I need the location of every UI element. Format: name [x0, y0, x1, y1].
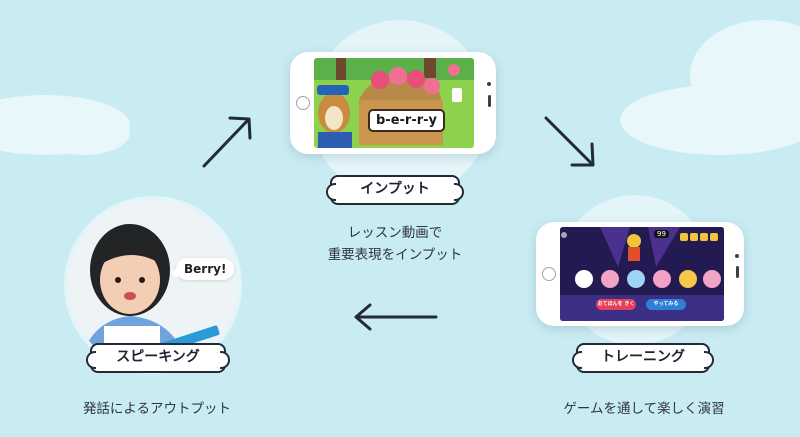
game-score: 99 [654, 230, 669, 238]
step-label-input: インプット [326, 175, 464, 205]
step-label-training: トレーニング [572, 343, 714, 373]
phone-home-button [296, 96, 310, 110]
training-game-screen[interactable]: 99 おてほんを きく やってみる [560, 227, 724, 321]
vocabulary-word: b-e-r-r-y [368, 109, 446, 132]
input-phone: b-e-r-r-y [290, 52, 496, 154]
step-label-speaking: スピーキング [86, 343, 230, 373]
caption-line-1: レッスン動画で [347, 225, 443, 241]
arrow-down-right-icon [544, 116, 595, 167]
game-stage-illustration [560, 227, 724, 321]
arrow-up-right-icon [202, 116, 252, 168]
try-it-button[interactable]: やってみる [646, 299, 686, 310]
training-phone: 99 おてほんを きく やってみる [536, 222, 744, 326]
step-caption-speaking: 発話によるアウトプット [82, 401, 232, 417]
phone-speaker [736, 266, 739, 278]
phone-home-button [542, 267, 556, 281]
arrow-left-icon [354, 303, 438, 331]
caption-line-2: 重要表現をインプット [327, 247, 463, 263]
listen-example-button[interactable]: おてほんを きく [596, 299, 636, 310]
cloud-left-2 [40, 110, 130, 155]
speech-bubble: Berry! [169, 258, 235, 280]
phone-speaker [488, 95, 491, 107]
lesson-video-screen[interactable]: b-e-r-r-y [314, 58, 474, 148]
phone-camera [735, 254, 739, 258]
cloud-right-2 [620, 85, 800, 155]
step-caption-training: ゲームを通して楽しく演習 [563, 401, 725, 417]
phone-camera [487, 82, 491, 86]
step-caption-input: レッスン動画で 重要表現をインプット [300, 222, 490, 266]
lesson-scene-illustration [314, 58, 474, 148]
